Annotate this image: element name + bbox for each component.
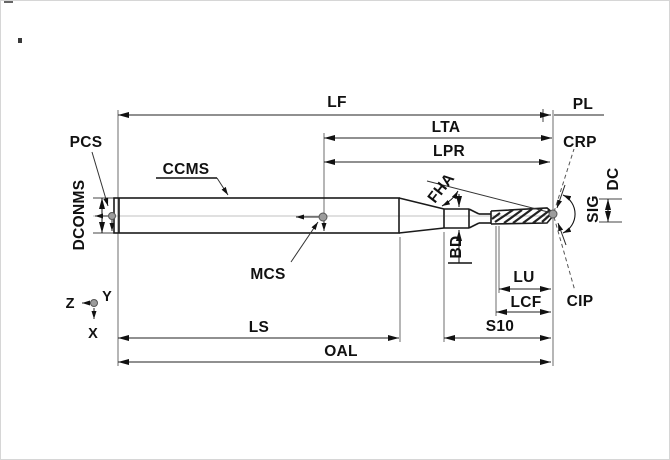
leader-lines xyxy=(91,151,319,263)
tip-dashed-legs xyxy=(553,148,576,292)
reference-point-marker xyxy=(108,212,116,220)
label-CRP: CRP xyxy=(563,134,597,151)
fha-angle-arc xyxy=(441,190,459,207)
label-MCS: MCS xyxy=(250,266,285,283)
edge-artifact xyxy=(18,38,22,43)
label-CIP: CIP xyxy=(567,293,594,310)
dimension-lines xyxy=(99,112,611,365)
mcs-marker xyxy=(296,212,328,231)
crp-tip-point-marker xyxy=(548,209,558,219)
reference-point-marker xyxy=(318,212,328,222)
axes-legend: Z Y X xyxy=(66,289,113,342)
fha-angle-line xyxy=(426,180,553,214)
label-LPR: LPR xyxy=(433,143,465,160)
label-BD: BD xyxy=(448,236,465,259)
label-LS: LS xyxy=(249,319,269,336)
origin-point-marker xyxy=(90,299,98,307)
flute-stripes xyxy=(491,208,553,224)
pcs-marker xyxy=(95,212,116,231)
label-LTA: LTA xyxy=(432,119,461,136)
edge-artifact xyxy=(4,1,13,3)
label-OAL: OAL xyxy=(324,343,358,360)
axis-y-label: Y xyxy=(102,289,112,305)
label-SIG: SIG xyxy=(585,195,602,223)
tip-pointer-arrows xyxy=(556,184,567,246)
label-LCF: LCF xyxy=(510,294,541,311)
label-CCMS: CCMS xyxy=(163,161,210,178)
label-S10: S10 xyxy=(486,318,514,335)
sig-angle-arc xyxy=(562,194,576,234)
label-PL: PL xyxy=(573,96,593,113)
axis-z-label: Z xyxy=(66,296,75,312)
extension-lines xyxy=(117,110,554,366)
label-DCONMS: DCONMS xyxy=(71,180,88,251)
label-LU: LU xyxy=(513,269,534,286)
axis-x-label: X xyxy=(88,326,98,342)
label-LF: LF xyxy=(327,94,347,111)
label-PCS: PCS xyxy=(70,134,103,151)
label-FHA: FHA xyxy=(425,170,459,206)
label-DC: DC xyxy=(605,168,622,191)
